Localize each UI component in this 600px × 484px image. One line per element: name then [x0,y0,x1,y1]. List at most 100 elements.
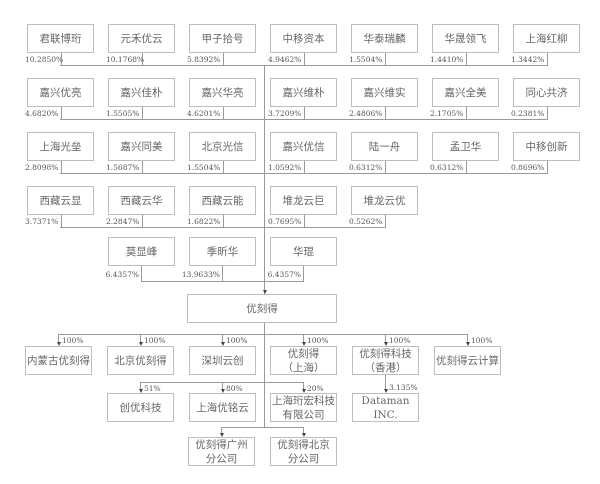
subsidiary-box: 北京优刻得 [107,346,174,375]
ownership-percentage: 100% [307,336,329,345]
connector-line [141,281,304,282]
connector-line [223,53,224,66]
connector-line [142,107,143,120]
subsidiary-box: 内蒙古优刻得 [25,346,92,375]
shareholder-box: 北京光信 [189,132,256,161]
connector-line [61,107,62,120]
entity-name: 嘉兴优信 [282,140,325,153]
entity-name: 堆龙云优 [363,194,406,207]
connector-line [547,53,548,66]
ownership-percentage: 100% [62,336,84,345]
connector-line [303,382,304,391]
ownership-percentage: 100% [226,336,248,345]
arrow-down-icon [220,342,225,346]
investee-box: 上海优铭云 [189,393,256,422]
connector-line [385,53,386,66]
connector-line [222,334,223,344]
shareholder-box: 君联博珩 [27,24,94,53]
founder-box: 季昕华 [189,237,256,266]
ownership-percentage: 0.6312% [430,163,464,172]
entity-name: 优刻得云计算 [436,354,499,367]
shareholder-box: 华晟领飞 [432,24,499,53]
connector-line [223,161,224,174]
connector-line [303,266,304,282]
connector-line [60,173,547,174]
entity-name: 嘉兴佳朴 [120,86,163,99]
shareholder-box: 上海红柳 [513,24,580,53]
entity-name: 君联博珩 [39,32,82,45]
connector-line [140,382,141,391]
ownership-percentage: 1.4410% [430,55,464,64]
arrow-down-icon [383,389,388,393]
ownership-percentage: 20% [307,384,324,393]
investee-box: Dataman INC. [352,393,419,422]
connector-line [61,53,62,66]
founder-box: 莫显峰 [108,237,175,266]
connector-line [58,334,468,335]
entity-name: 嘉兴全美 [444,86,487,99]
entity-name: 优刻得北京 分公司 [277,438,330,465]
shareholder-box: 嘉兴华亮 [189,78,256,107]
ownership-percentage: 6.4357% [267,270,301,279]
ownership-percentage: 1.5505% [106,109,140,118]
shareholder-box: 西藏云显 [27,186,94,215]
entity-name: 西藏云显 [39,194,82,207]
ownership-percentage: 1.5504% [187,163,221,172]
entity-name: 北京优刻得 [114,354,167,367]
entity-name: 嘉兴优亮 [39,86,82,99]
connector-line [385,334,386,344]
ownership-percentage: 1.5504% [349,55,383,64]
entity-name: 华泰瑞麟 [363,32,406,45]
connector-line [221,427,304,428]
ownership-percentage: 6.4357% [105,270,139,279]
subsidiary-box: 优刻得云计算 [434,346,501,375]
connector-line [60,227,385,228]
connector-line [304,161,305,174]
arrow-down-icon [383,342,388,346]
entity-name: 嘉兴维朴 [282,86,325,99]
connector-line [385,215,386,228]
connector-line [264,323,265,428]
shareholder-box: 嘉兴全美 [432,78,499,107]
connector-line [466,53,467,66]
shareholder-box: 甲子拾号 [189,24,256,53]
entity-name: 元禾优云 [120,32,163,45]
entity-name: 嘉兴同美 [120,140,163,153]
entity-name: 嘉兴维实 [363,86,406,99]
ownership-percentage: 0.5262% [349,217,383,226]
entity-name: 甲子拾号 [201,32,244,45]
ownership-percentage: 2.4806% [349,109,383,118]
connector-line [222,382,223,391]
shareholder-box: 嘉兴同美 [108,132,175,161]
shareholder-box: 嘉兴优亮 [27,78,94,107]
entity-name: 上海珩宏科技 有限公司 [272,394,335,421]
entity-name: 中移创新 [525,140,568,153]
entity-name: 莫显峰 [125,245,158,258]
connector-line [142,53,143,66]
ownership-percentage: 13.9633% [181,270,220,279]
entity-name: 中移资本 [282,32,325,45]
ownership-percentage: 100% [471,336,493,345]
connector-line [264,65,265,295]
arrow-down-icon [301,389,306,393]
ownership-percentage: 4.6201% [187,109,221,118]
entity-name: 优刻得科技 （香港） [359,347,412,374]
shareholder-box: 嘉兴维朴 [270,78,337,107]
connector-line [385,107,386,120]
entity-name: 孟卫华 [449,140,482,153]
shareholder-box: 中移创新 [513,132,580,161]
connector-line [303,334,304,344]
connector-line [60,65,547,66]
entity-name: 上海红柳 [525,32,568,45]
shareholder-box: 嘉兴佳朴 [108,78,175,107]
connector-line [142,215,143,228]
entity-name: 上海光垒 [39,140,82,153]
connector-line [60,119,547,120]
entity-name: 华晟领飞 [444,32,487,45]
connector-line [385,375,386,391]
arrow-down-icon [262,290,267,294]
ownership-percentage: 10.1768% [106,55,145,64]
arrow-down-icon [301,342,306,346]
shareholder-box: 孟卫华 [432,132,499,161]
entity-name: 华琨 [293,245,314,258]
